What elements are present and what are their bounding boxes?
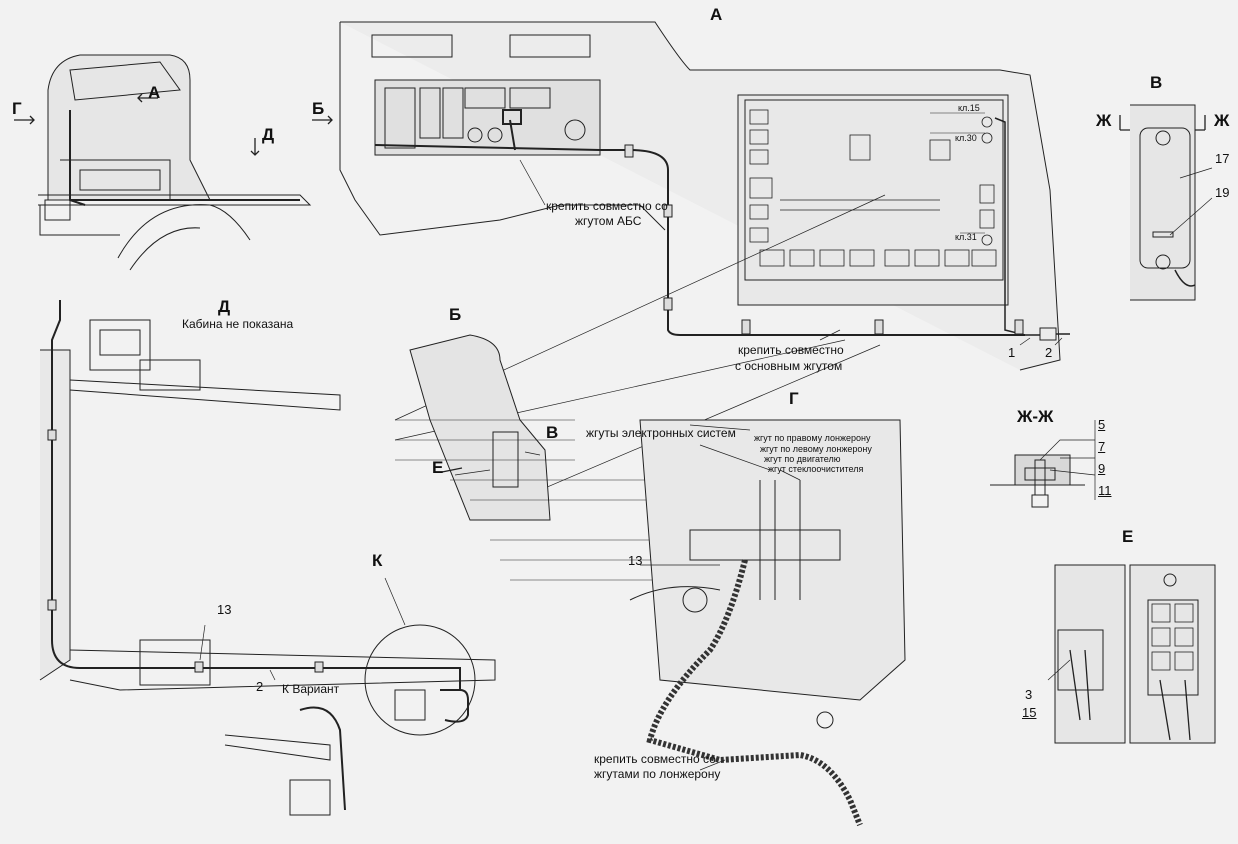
pos-2: 2 (1045, 345, 1053, 360)
cabin-side-view (38, 54, 312, 271)
note-fasten-main-2: с основным жгутом (735, 359, 843, 373)
panel-a-outline (339, 21, 1070, 521)
pos-17: 17 (1215, 151, 1230, 166)
pos-2-d: 2 (256, 679, 264, 694)
terminal-kl30: кл.30 (955, 133, 977, 143)
section-zh-title: Ж-Ж (1017, 407, 1054, 426)
pos-15: 15 (1022, 705, 1037, 720)
note-k-variant: К Вариант (282, 682, 340, 696)
arrow-a-label: А (148, 83, 161, 102)
note-fasten-spar-2: жгутами по лонжерону (594, 767, 721, 781)
note-left-spar: жгут по левому лонжерону (760, 444, 872, 454)
zh-left-label: Ж (1096, 111, 1112, 130)
view-e (1047, 564, 1216, 744)
pos-5: 5 (1098, 417, 1106, 432)
note-cabin-not-shown: Кабина не показана (182, 317, 294, 331)
pos-13-g: 13 (628, 553, 643, 568)
note-wiper: жгут стеклоочистителя (768, 464, 864, 474)
section-zh (990, 420, 1096, 508)
view-a-title: А (710, 5, 723, 24)
note-electronic-harnesses: жгуты электронных систем (586, 426, 736, 440)
pos-13-d: 13 (217, 602, 232, 617)
arrow-v-label: В (546, 423, 559, 442)
view-k-title: К (372, 551, 383, 570)
view-b-title: Б (449, 305, 462, 324)
arrow-b-label: Б (312, 99, 325, 118)
note-fasten-abs-2: жгутом АБС (575, 214, 642, 228)
pos-1: 1 (1008, 345, 1016, 360)
view-v (1119, 104, 1213, 301)
terminal-kl31: кл.31 (955, 232, 977, 242)
pos-11: 11 (1098, 483, 1112, 498)
note-fasten-spar-1: крепить совместно со (594, 752, 716, 766)
view-b (395, 334, 700, 581)
pos-7: 7 (1098, 439, 1106, 454)
arrow-e-label: Е (432, 458, 444, 477)
note-fasten-main-1: крепить совместно (738, 343, 844, 357)
view-v-title: В (1150, 73, 1163, 92)
view-d-title: Д (218, 297, 231, 316)
view-e-title: Е (1122, 527, 1134, 546)
view-g-title: Г (789, 389, 799, 408)
arrow-g-label: Г (12, 99, 22, 118)
pos-3: 3 (1025, 687, 1033, 702)
note-engine: жгут по двигателю (764, 454, 841, 464)
view-d-frame (39, 300, 496, 816)
pos-19: 19 (1215, 185, 1230, 200)
view-g (629, 419, 906, 827)
terminal-kl15: кл.15 (958, 103, 980, 113)
arrow-d-label: Д (262, 125, 275, 144)
note-fasten-abs-1: крепить совместно со (546, 199, 668, 213)
pos-9: 9 (1098, 461, 1106, 476)
note-right-spar: жгут по правому лонжерону (754, 433, 871, 443)
zh-right-label: Ж (1214, 111, 1230, 130)
